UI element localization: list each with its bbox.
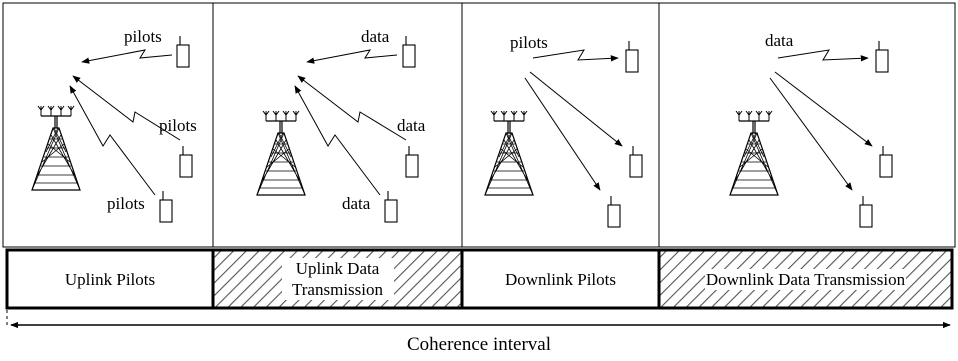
uplink-signal-arrow <box>306 49 398 64</box>
user-phone-icon <box>405 145 419 178</box>
user-phone-icon <box>879 145 893 178</box>
phase-label: Downlink Pilots <box>504 268 617 290</box>
panel-uplink-data: data data data <box>256 27 426 223</box>
downlink-signal-arrow <box>774 71 873 147</box>
uplink-signal-arrow <box>294 85 381 196</box>
user-phone-icon <box>402 35 416 68</box>
base-station-tower-icon <box>729 110 779 196</box>
panel-uplink-pilots: pilots pilots pilots <box>31 27 197 223</box>
uplink-signal-arrow <box>297 75 407 141</box>
user-phone-icon <box>875 40 889 73</box>
phase-uplink-data: Uplink Data Transmission <box>213 250 462 308</box>
user-phone-icon <box>179 145 193 178</box>
signal-label: pilots <box>159 116 197 135</box>
user-phone-icon <box>607 195 621 228</box>
phase-downlink-data: Downlink Data Transmission <box>659 250 952 308</box>
panel-frame <box>2 2 956 248</box>
signal-label: pilots <box>510 33 548 52</box>
signal-label: data <box>361 27 390 46</box>
panel-downlink-data: data <box>729 31 893 228</box>
user-phone-icon <box>159 190 173 223</box>
signal-label: data <box>765 31 794 50</box>
phase-label: Uplink Data Transmission <box>281 258 394 300</box>
user-phone-icon <box>629 145 643 178</box>
phase-label: Downlink Data Transmission <box>704 268 907 290</box>
uplink-signal-arrow <box>81 49 173 64</box>
base-station-tower-icon <box>31 105 81 191</box>
uplink-signal-arrow <box>72 75 181 141</box>
phase-timeline <box>5 248 954 310</box>
phase-uplink-pilots: Uplink Pilots <box>7 250 213 308</box>
panel-downlink-pilots: pilots <box>484 33 643 228</box>
signal-label: pilots <box>107 194 145 213</box>
base-station-tower-icon <box>256 110 306 196</box>
user-phone-icon <box>859 195 873 228</box>
user-phone-icon <box>625 40 639 73</box>
downlink-signal-arrow <box>769 77 853 191</box>
uplink-signal-arrow <box>69 85 156 196</box>
downlink-signal-arrow <box>529 71 623 147</box>
coherence-interval-label: Coherence interval <box>406 334 551 355</box>
user-phone-icon <box>384 190 398 223</box>
downlink-signal-arrow <box>524 77 601 191</box>
user-phone-icon <box>176 35 190 68</box>
signal-label: pilots <box>124 27 162 46</box>
phase-label: Uplink Pilots <box>63 268 157 290</box>
signal-label: data <box>397 116 426 135</box>
signal-label: data <box>342 194 371 213</box>
base-station-tower-icon <box>484 110 534 196</box>
phase-downlink-pilots: Downlink Pilots <box>462 250 659 308</box>
downlink-signal-arrow <box>777 49 869 62</box>
downlink-signal-arrow <box>532 49 619 62</box>
